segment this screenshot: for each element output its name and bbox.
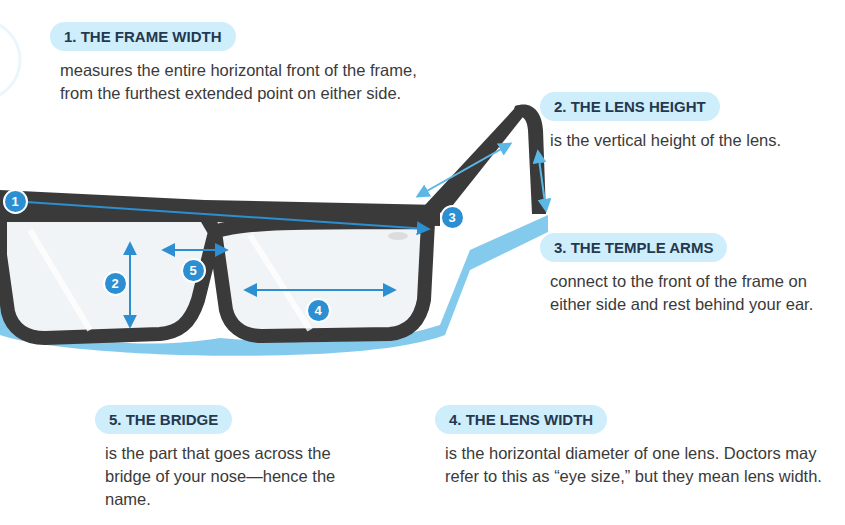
callout-number: 3 [440,205,465,230]
lens-glare [30,230,90,330]
callout-heading: 1. THE FRAME WIDTH [50,22,236,51]
right-lens [215,222,428,336]
lens-width-arrow [246,289,394,291]
temple-drop-arrow [538,152,546,210]
bridge-arrow [164,249,226,251]
callout-heading: 4. THE LENS WIDTH [435,405,607,434]
callout-number: 4 [306,298,331,323]
callout-number-text: 2 [111,277,118,290]
callout-number-text: 3 [448,211,455,224]
callout-description: is the horizontal diameter of one lens. … [435,442,835,488]
temple-tip [512,104,546,214]
callout-number: 2 [103,271,128,296]
callout-number-text: 4 [314,304,321,317]
callout-description: connect to the front of the frame on eit… [540,270,830,316]
callout-heading: 3. THE TEMPLE ARMS [540,233,727,262]
hinge-rivet [388,232,408,240]
frame-brow [0,190,440,226]
lens-glare [250,235,310,330]
callout-description: is the vertical height of the lens. [540,129,840,152]
callout-heading: 2. THE LENS HEIGHT [540,92,720,121]
temple-arms-callout: 3. THE TEMPLE ARMS connect to the front o… [540,233,830,316]
callout-description: measures the entire horizontal front of … [50,59,440,105]
callout-heading: 5. THE BRIDGE [95,405,232,434]
callout-number-text: 1 [11,195,18,208]
lens-height-callout: 2. THE LENS HEIGHT is the vertical height… [540,92,840,152]
temple-length-arrow [418,144,510,196]
callout-number: 1 [3,189,28,214]
left-lens [0,205,215,338]
frame-width-arrow [26,202,428,229]
callout-number: 5 [181,258,206,283]
callout-description: is the part that goes across the bridge … [95,442,375,510]
decor-circle [0,20,20,100]
bridge-callout: 5. THE BRIDGE is the part that goes acros… [95,405,375,510]
lens-height-arrow [129,244,131,326]
lens-width-callout: 4. THE LENS WIDTH is the horizontal diame… [435,405,835,488]
frame-width-callout: 1. THE FRAME WIDTH measures the entire ho… [50,22,440,105]
callout-number-text: 5 [189,264,196,277]
